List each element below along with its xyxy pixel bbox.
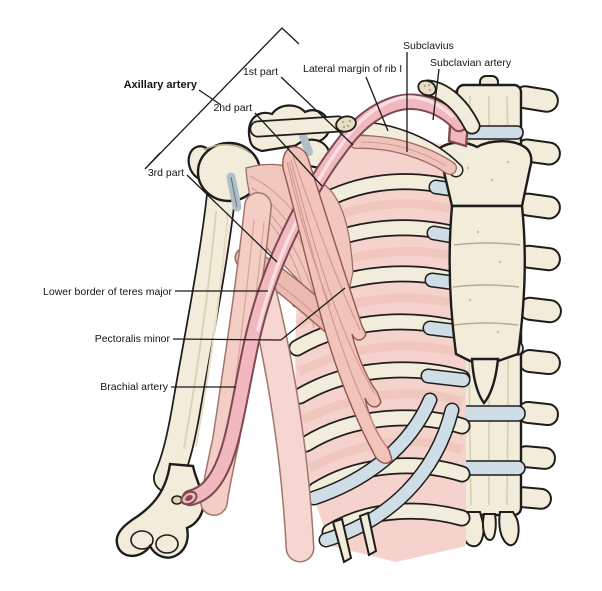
label-lower-border-teres-major: Lower border of teres major [43,286,172,298]
leader-2nd-part [254,112,323,187]
label-2nd-part: 2nd part [213,102,252,114]
leader-subclavian-artery [432,68,440,121]
floating-rib-tips [331,511,378,564]
subclavian-axillary-brachial-artery [181,93,468,507]
pectoralis-minor-striations [286,155,388,449]
clavicle [249,79,481,138]
pectoralis-minor-muscle [282,146,393,464]
sternum [437,140,533,405]
bone-speckle [467,161,509,333]
condyles [130,495,183,554]
leader-pectoralis-minor [172,287,346,341]
label-3rd-part: 3rd part [148,167,184,179]
sternum-segment-lines [452,242,521,326]
clavicle-cut-surface-sternal [417,79,437,97]
humerus-shaft [153,181,236,493]
sternum-body [448,204,526,363]
annotations: Axillary artery 1st part 2nd part 3rd pa… [43,27,512,393]
label-subclavian-artery: Subclavian artery [430,57,512,69]
inferior-processes [462,511,520,548]
xiphoid-process [470,357,500,405]
leader-lateral-margin-rib1 [365,76,389,132]
label-lateral-margin-rib1: Lateral margin of rib I [303,63,402,75]
label-pectoralis-minor: Pectoralis minor [95,333,171,345]
leader-3rd-part [186,174,278,263]
humerus [115,141,262,559]
label-brachial-artery: Brachial artery [100,381,168,393]
artery-vessel [180,93,471,507]
label-subclavius: Subclavius [403,40,454,52]
brachial-artery-cut-end [180,490,198,506]
anatomical-neck [203,143,251,154]
clavicle-cut-surface [335,115,357,133]
label-1st-part: 1st part [243,66,278,78]
axillary-artery-bracket [144,27,300,170]
leader-axillary-artery [198,89,222,106]
leader-1st-part [280,76,354,146]
label-axillary-artery: Axillary artery [124,79,198,91]
clavicle-acromial-piece [249,115,347,138]
